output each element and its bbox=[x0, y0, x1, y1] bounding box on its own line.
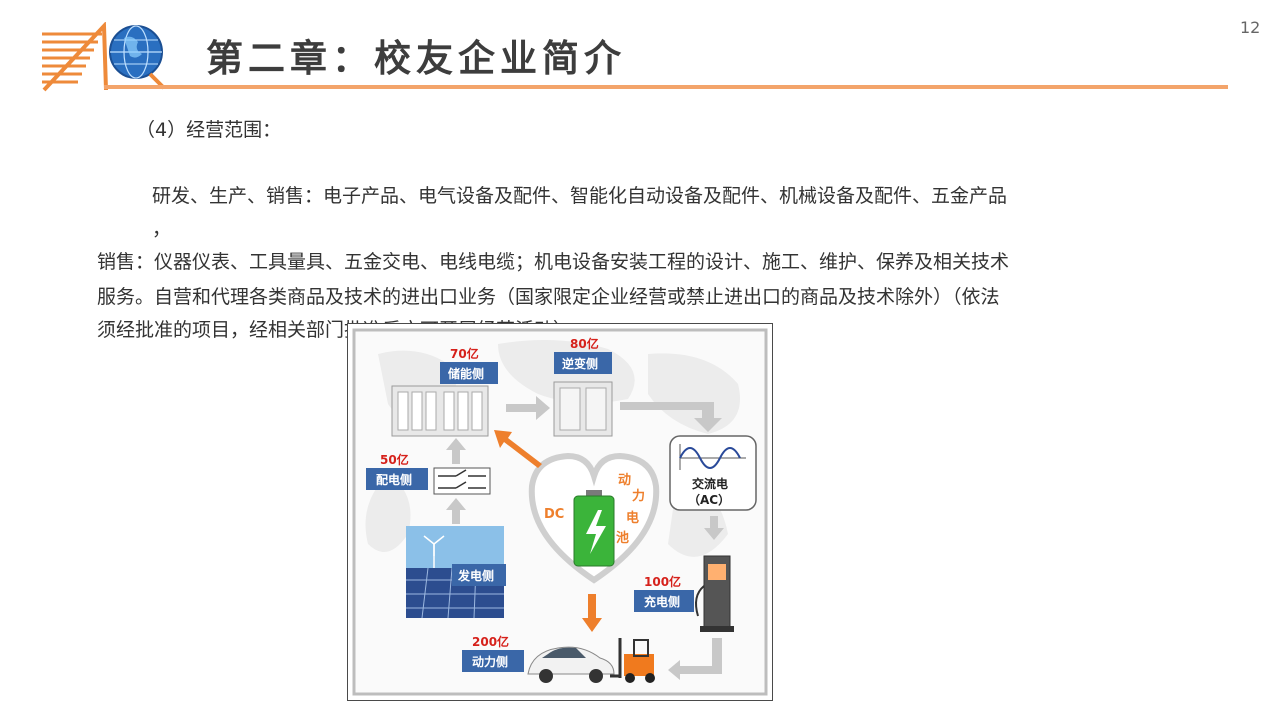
page-title: 第二章：校友企业简介 bbox=[206, 37, 626, 80]
arrow-generation-to-distribution bbox=[446, 498, 466, 524]
battery-char-3: 电 bbox=[626, 510, 639, 526]
power-label: 动力侧 bbox=[472, 654, 508, 669]
ac-label-line1: 交流电 bbox=[692, 476, 728, 491]
charging-station-icon bbox=[695, 555, 734, 632]
arrow-storage-to-inverter bbox=[506, 396, 550, 420]
distribution-value: 50亿 bbox=[380, 452, 409, 467]
battery-char-4: 池 bbox=[616, 530, 629, 546]
ac-label-line2: （AC） bbox=[688, 492, 730, 507]
battery-char-2: 力 bbox=[632, 488, 645, 504]
ac-power-box bbox=[669, 435, 757, 511]
inverter-cabinet-icon bbox=[553, 381, 613, 437]
power-value: 200亿 bbox=[472, 634, 509, 649]
storage-value: 70亿 bbox=[450, 346, 479, 361]
arrow-charger-to-forklift bbox=[668, 638, 722, 680]
charging-value: 100亿 bbox=[644, 574, 681, 589]
paragraph-comma: ， bbox=[152, 218, 172, 240]
paragraph-line-1: 研发、生产、销售：电子产品、电气设备及配件、智能化自动设备及配件、机械设备及配件… bbox=[152, 185, 1008, 207]
battery-icon bbox=[573, 490, 615, 567]
charging-label: 充电侧 bbox=[644, 594, 680, 609]
storage-label: 储能侧 bbox=[448, 366, 484, 381]
energy-chain-diagram: 70亿 储能侧 80亿 逆变侧 交流电 （AC） bbox=[347, 323, 773, 701]
electric-car-icon bbox=[527, 646, 615, 683]
subheading: （4）经营范围： bbox=[136, 119, 282, 141]
page-number: 12 bbox=[1240, 18, 1261, 37]
arrow-inverter-to-ac bbox=[620, 402, 722, 432]
battery-dc-label: DC bbox=[544, 507, 564, 522]
generation-label: 发电侧 bbox=[457, 568, 494, 583]
arrow-ac-to-charger bbox=[704, 516, 724, 540]
storage-container-icon bbox=[391, 385, 489, 437]
arrow-distribution-to-storage bbox=[446, 438, 466, 464]
paragraph-line-3: 服务。自营和代理各类商品及技术的进出口业务（国家限定企业经营或禁止进出口的商品及… bbox=[97, 286, 1000, 308]
distribution-label: 配电侧 bbox=[376, 472, 412, 487]
paragraph-line-2: 销售：仪器仪表、工具量具、五金交电、电线电缆；机电设备安装工程的设计、施工、维护… bbox=[97, 251, 1010, 273]
arrow-battery-to-car bbox=[582, 594, 602, 632]
battery-char-1: 动 bbox=[618, 473, 631, 488]
inverter-value: 80亿 bbox=[570, 336, 599, 351]
inverter-label: 逆变侧 bbox=[562, 356, 598, 371]
arrow-battery-to-storage bbox=[494, 430, 542, 468]
title-divider bbox=[104, 85, 1228, 89]
logo bbox=[40, 21, 170, 94]
distribution-switch-icon bbox=[433, 467, 491, 495]
forklift-icon bbox=[610, 638, 655, 683]
